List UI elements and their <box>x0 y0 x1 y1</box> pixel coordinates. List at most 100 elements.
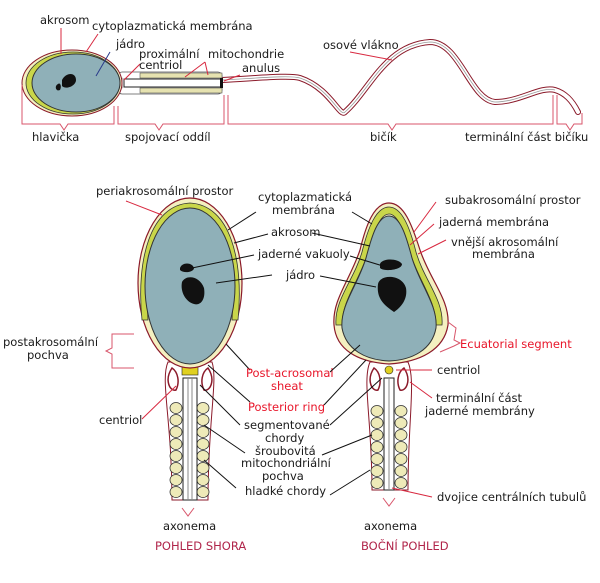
label-mitochondrialni: mitochondriální <box>241 456 332 470</box>
label-postakrosomalni: postakrosomální <box>3 335 99 349</box>
mitochondrion <box>394 477 408 489</box>
mitochondrion <box>169 438 183 450</box>
right-vacuole-large <box>377 276 407 312</box>
right-vacuole-small <box>380 259 402 271</box>
mitochondrion <box>196 414 210 426</box>
mitochondrion <box>394 441 408 453</box>
label-osove-vlakno: osové vlákno <box>323 38 399 52</box>
leader-ring <box>207 364 251 403</box>
mitochondrion <box>169 426 183 438</box>
leader-centriol <box>123 63 141 81</box>
top-leaders <box>60 28 393 82</box>
left-mitochondria <box>169 402 210 498</box>
left-leaders <box>104 200 273 517</box>
label-centriol: centriol <box>139 58 182 72</box>
label-terminalni-cast: terminální část <box>436 391 523 405</box>
mitochondrion <box>370 441 384 453</box>
mitochondrion <box>370 453 384 465</box>
label-centriol-left: centriol <box>99 413 142 427</box>
leader-postacro-right <box>329 344 361 373</box>
leader-cyto-right <box>351 211 373 225</box>
leader-anulus <box>223 74 241 82</box>
leader-dvojice <box>391 487 433 498</box>
brace-hlavicka <box>21 85 115 131</box>
leader-mito <box>184 61 209 78</box>
label-vnejsi-1: vnější akrosomální <box>451 235 559 249</box>
mitochondrion <box>370 477 384 489</box>
label-cyto-left-1: cytoplazmatická <box>258 190 352 204</box>
brace-axonema-left <box>181 507 195 517</box>
label-pochva: pochva <box>27 348 69 362</box>
mitochondrion <box>196 426 210 438</box>
right-tail-loop-r <box>397 366 409 391</box>
brace-axonema-right <box>382 497 396 507</box>
label-cyto-left-2: membrána <box>272 203 335 217</box>
left-tail-loop-l <box>167 366 179 391</box>
mitochondrion <box>394 405 408 417</box>
brace-bicik <box>227 95 554 131</box>
mitochondrion <box>169 474 183 486</box>
mitochondrion <box>196 450 210 462</box>
mitochondrion <box>196 462 210 474</box>
leader-vnejsi <box>417 239 447 255</box>
mitochondrion <box>394 429 408 441</box>
left-axoneme <box>182 377 198 501</box>
leader-hladke-left <box>203 459 237 489</box>
label-post-acrosomal: Post-acrosomal <box>246 366 334 380</box>
brace-spojovaci <box>117 95 225 131</box>
label-anulus: anulus <box>242 61 280 75</box>
leader-centriol-left <box>141 385 177 420</box>
left-labels: periakrosomální prostor cytoplazmatická … <box>3 184 352 553</box>
label-pochva-2: pochva <box>262 469 304 483</box>
mitochondrion <box>370 465 384 477</box>
right-leaders <box>311 201 462 507</box>
label-hladke-chordy: hladké chordy <box>245 484 326 498</box>
leader-ring-right <box>323 359 367 406</box>
mitochondrion <box>169 462 183 474</box>
label-subakrosomalni: subakrosomální prostor <box>445 193 581 207</box>
section-terminalni-cast: terminální část bičíku <box>465 130 588 144</box>
brace-postakrosomalni <box>104 333 134 369</box>
leader-akrosom-left <box>233 233 269 244</box>
label-sroubovita: šroubovitá <box>255 444 316 458</box>
right-tail-loop-l <box>369 366 381 391</box>
label-segmentovane: segmentované <box>244 418 330 432</box>
label-jaderna-membrana: jaderná membrána <box>438 215 549 229</box>
mitochondrion <box>394 453 408 465</box>
mitochondrion <box>196 474 210 486</box>
top-braces <box>21 85 583 131</box>
leader-akrosom-right <box>311 232 371 247</box>
label-periakrosomalni: periakrosomální prostor <box>96 184 233 198</box>
mitochondrion <box>196 402 210 414</box>
mitochondrion <box>169 402 183 414</box>
mitochondrion <box>169 450 183 462</box>
axial-filament <box>221 41 556 114</box>
mitochondrion <box>169 414 183 426</box>
leader-jadro-right <box>319 275 377 288</box>
title-pohled-shora: POHLED SHORA <box>155 539 246 553</box>
axoneme-mid <box>123 78 223 88</box>
mitochondrion <box>370 417 384 429</box>
label-axonema-right: axonema <box>364 519 417 533</box>
label-proximalni: proximální <box>139 47 200 61</box>
label-cyto-membrana: cytoplazmatická membrána <box>92 19 253 33</box>
leader-jadro <box>95 51 111 77</box>
mitochondrion <box>394 417 408 429</box>
label-centriol-right: centriol <box>437 363 480 377</box>
leader-seg-right <box>329 377 383 426</box>
right-view-drawing <box>333 202 449 491</box>
label-jaderne-vakuoly: jaderné vakuoly <box>257 247 350 261</box>
head-nucleus <box>31 53 121 113</box>
left-vacuole-small <box>180 263 194 273</box>
label-vnejsi-2: membrána <box>472 247 535 261</box>
label-jadro-left: jádro <box>285 268 315 282</box>
leader-cyto <box>85 33 99 53</box>
right-labels: subakrosomální prostor jaderná membrána … <box>361 193 586 553</box>
mitochondria-top <box>139 72 223 79</box>
label-jaderne-membrany: jaderné membrány <box>424 404 535 418</box>
left-view-drawing <box>137 197 243 501</box>
nucleus-vacuole <box>55 74 76 91</box>
section-spojovaci-oddil: spojovací oddíl <box>125 130 211 144</box>
